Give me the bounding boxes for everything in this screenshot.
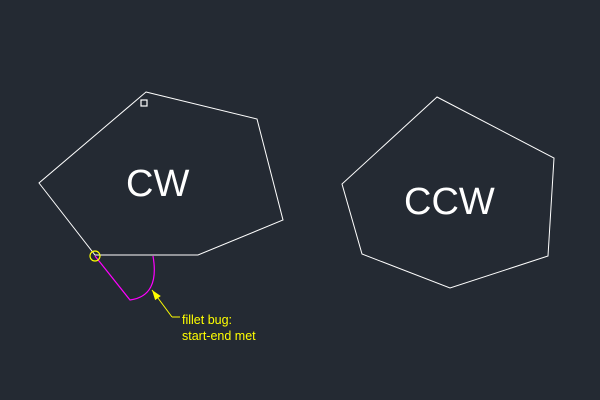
- cw-polygon[interactable]: [38, 91, 284, 256]
- cw-label: CW: [126, 163, 190, 205]
- fillet-arc[interactable]: [94, 255, 155, 301]
- annotation-line-1: fillet bug:: [182, 313, 233, 327]
- annotation-line-2: start-end met: [182, 329, 256, 343]
- start-end-circle-marker: [89, 250, 101, 262]
- arrowhead-icon: [152, 290, 161, 301]
- ccw-polygon[interactable]: [341, 96, 555, 289]
- annotation-text: fillet bug: start-end met: [182, 312, 256, 344]
- start-point-square-marker: [140, 99, 148, 107]
- ccw-label: CCW: [404, 181, 495, 223]
